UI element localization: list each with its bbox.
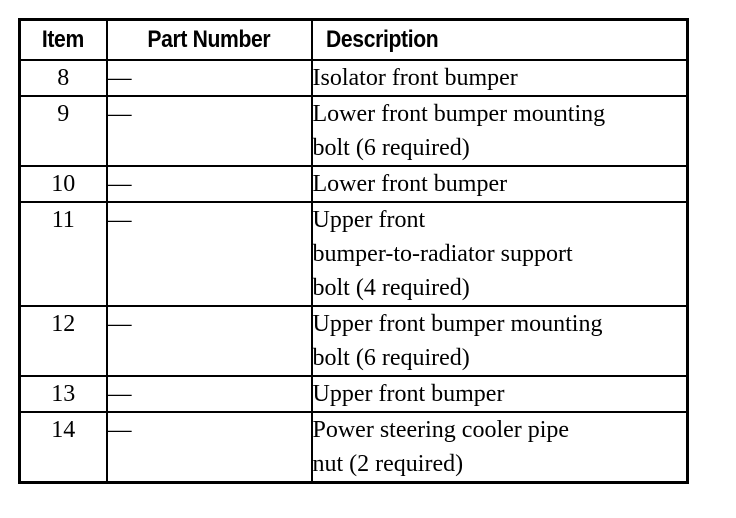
column-header-part-number: Part Number <box>105 18 313 61</box>
cell-part-number: — <box>105 95 313 167</box>
cell-part-number: — <box>105 59 313 97</box>
cell-item: 10 <box>18 165 108 203</box>
table-row: 14—Power steering cooler pipe nut (2 req… <box>18 411 689 484</box>
cell-description: Upper front bumper mounting bolt (6 requ… <box>310 305 689 377</box>
cell-description: Isolator front bumper <box>310 59 689 97</box>
table-row: 11—Upper front bumper-to-radiator suppor… <box>18 201 689 307</box>
cell-description: Lower front bumper <box>310 165 689 203</box>
table-row: 9—Lower front bumper mounting bolt (6 re… <box>18 95 689 167</box>
cell-item: 12 <box>18 305 108 377</box>
cell-description: Upper front bumper-to-radiator support b… <box>310 201 689 307</box>
column-header-part-number-label: Part Number <box>147 26 271 53</box>
cell-part-number: — <box>105 201 313 307</box>
table-row: 10—Lower front bumper <box>18 165 689 203</box>
column-header-item-label: Item <box>42 26 85 53</box>
table-row: 12—Upper front bumper mounting bolt (6 r… <box>18 305 689 377</box>
cell-item: 9 <box>18 95 108 167</box>
cell-part-number: — <box>105 375 313 413</box>
table-header: Item Part Number Description <box>18 18 689 61</box>
cell-description: Power steering cooler pipe nut (2 requir… <box>310 411 689 484</box>
column-header-description: Description <box>310 18 689 61</box>
parts-table: Item Part Number Description 8—Isolator … <box>18 18 689 484</box>
cell-description: Lower front bumper mounting bolt (6 requ… <box>310 95 689 167</box>
column-header-description-label: Description <box>325 26 439 53</box>
table-row: 8—Isolator front bumper <box>18 59 689 97</box>
cell-part-number: — <box>105 411 313 484</box>
cell-item: 8 <box>18 59 108 97</box>
table-row: 13—Upper front bumper <box>18 375 689 413</box>
table-header-row: Item Part Number Description <box>18 18 689 61</box>
cell-part-number: — <box>105 305 313 377</box>
cell-item: 11 <box>18 201 108 307</box>
cell-description: Upper front bumper <box>310 375 689 413</box>
column-header-item: Item <box>18 18 108 61</box>
cell-item: 14 <box>18 411 108 484</box>
cell-item: 13 <box>18 375 108 413</box>
cell-part-number: — <box>105 165 313 203</box>
